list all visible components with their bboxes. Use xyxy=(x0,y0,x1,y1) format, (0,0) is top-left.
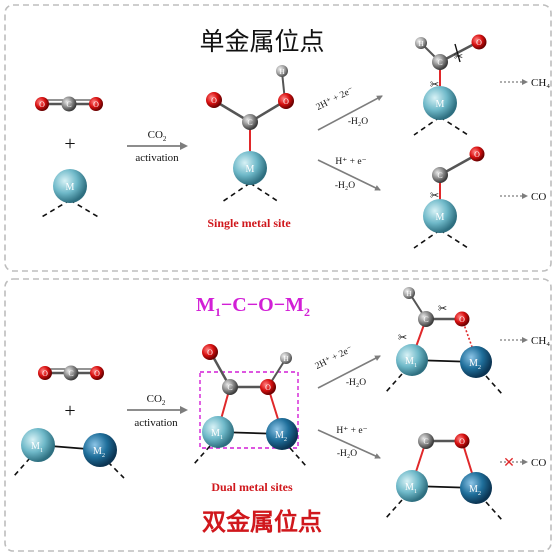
svg-text:H: H xyxy=(279,68,284,76)
bottom-caption: Dual metal sites xyxy=(211,480,293,494)
svg-text:-H₂O: -H₂O xyxy=(335,181,355,191)
top-product-co: CO xyxy=(500,191,546,203)
svg-text:H: H xyxy=(283,355,288,363)
svg-text:CO2: CO2 xyxy=(148,129,167,143)
svg-text:M: M xyxy=(246,164,255,175)
svg-text:C: C xyxy=(247,118,252,127)
top-product-ch4: CH₄ xyxy=(500,77,550,89)
bottom-bridged-intermediate: O H O C M1 M2 xyxy=(193,344,307,467)
bottom-scissor-icon-2: ✂ xyxy=(398,331,407,344)
svg-text:H: H xyxy=(406,290,411,298)
top-scissor-icon-2: ✂ xyxy=(430,78,439,91)
svg-text:M: M xyxy=(66,182,75,193)
bottom-panel-title: 双金属位点 xyxy=(202,508,322,536)
svg-text:O: O xyxy=(94,369,100,378)
svg-text:C: C xyxy=(437,58,442,67)
svg-text:H⁺ + e⁻: H⁺ + e⁻ xyxy=(335,157,366,167)
top-co2-molecule: O C O xyxy=(35,96,103,112)
svg-text:-H₂O: -H₂O xyxy=(348,117,368,127)
top-scissor-icon-1: ✂ xyxy=(454,50,463,63)
svg-text:M2: M2 xyxy=(469,484,481,497)
svg-text:CO: CO xyxy=(531,457,546,469)
svg-text:C: C xyxy=(68,369,73,378)
bottom-product-ch4: CH₄ xyxy=(500,335,550,347)
svg-text:M: M xyxy=(436,212,445,223)
svg-text:H⁺ + e⁻: H⁺ + e⁻ xyxy=(336,426,367,436)
svg-text:M2: M2 xyxy=(469,358,481,371)
svg-text:O: O xyxy=(283,97,289,106)
svg-text:O: O xyxy=(459,437,465,446)
svg-text:C: C xyxy=(423,315,428,324)
svg-text:O: O xyxy=(459,315,465,324)
top-arrow-upper: 2H⁺ + 2e⁻ -H₂O xyxy=(315,86,383,131)
svg-text:C: C xyxy=(66,100,71,109)
bottom-panel-border xyxy=(4,278,552,552)
top-scissor-icon-3: ✂ xyxy=(430,189,439,202)
top-metal-site: M xyxy=(39,169,101,219)
top-caption: Single metal site xyxy=(207,216,291,230)
svg-text:O: O xyxy=(207,348,213,357)
svg-text:CH₄: CH₄ xyxy=(531,335,550,347)
top-arrow-lower: H⁺ + e⁻ -H₂O xyxy=(317,157,381,191)
bottom-dual-metal-site: M1 M2 xyxy=(13,428,125,479)
bottom-scissor-icon-1: ✂ xyxy=(438,302,447,315)
motif-highlight-box xyxy=(199,371,299,449)
svg-text:M: M xyxy=(436,99,445,110)
bottom-product-ch4-intermediate: ✂ ✂ H O C M1 M2 xyxy=(385,287,503,395)
top-product-co-intermediate: ✂ O C M xyxy=(413,146,485,249)
svg-text:-H₂O: -H₂O xyxy=(337,449,357,459)
svg-text:M2: M2 xyxy=(275,430,287,443)
svg-text:2H⁺ + 2e⁻: 2H⁺ + 2e⁻ xyxy=(314,345,355,372)
svg-text:CO: CO xyxy=(531,191,546,203)
blocked-x-icon: ✕ xyxy=(503,455,515,471)
bottom-product-co-blocked: ✕ CO xyxy=(500,455,546,471)
top-panel-border xyxy=(4,4,552,272)
top-cooh-intermediate: O O H C M xyxy=(206,65,294,203)
bottom-motif-label: M1−C−O−M2 xyxy=(196,294,310,319)
svg-text:O: O xyxy=(211,96,217,105)
svg-text:O: O xyxy=(476,38,482,47)
svg-text:M2: M2 xyxy=(93,446,105,459)
top-activation-arrow: CO2 activation xyxy=(127,129,188,164)
svg-text:O: O xyxy=(39,100,45,109)
svg-text:CH₄: CH₄ xyxy=(531,77,550,89)
bottom-co2-molecule: O C O xyxy=(38,365,104,381)
bottom-activation-arrow: CO2 activation xyxy=(127,393,188,429)
svg-text:O: O xyxy=(42,369,48,378)
top-product-ch4-intermediate: ✂ ✂ H O C M xyxy=(413,34,487,136)
svg-text:activation: activation xyxy=(134,417,178,429)
svg-text:M1: M1 xyxy=(31,441,43,454)
top-plus-sign: + xyxy=(64,133,75,155)
svg-text:activation: activation xyxy=(135,152,179,164)
svg-text:CO2: CO2 xyxy=(147,393,166,407)
svg-text:O: O xyxy=(265,383,271,392)
svg-text:H: H xyxy=(418,40,423,48)
svg-text:M1: M1 xyxy=(211,428,223,441)
bottom-arrow-lower: H⁺ + e⁻ -H₂O xyxy=(317,426,381,459)
svg-text:C: C xyxy=(437,171,442,180)
svg-text:2H⁺ + 2e⁻: 2H⁺ + 2e⁻ xyxy=(315,86,356,113)
svg-text:O: O xyxy=(93,100,99,109)
bottom-product-co-intermediate: O C M1 M2 xyxy=(385,433,503,521)
svg-text:M1: M1 xyxy=(405,482,417,495)
svg-text:C: C xyxy=(227,383,232,392)
svg-text:O: O xyxy=(474,150,480,159)
top-panel-title: 单金属位点 xyxy=(199,27,324,56)
svg-text:M1: M1 xyxy=(405,356,417,369)
bottom-plus-sign: + xyxy=(64,400,75,422)
svg-text:C: C xyxy=(423,437,428,446)
svg-text:-H₂O: -H₂O xyxy=(346,378,366,388)
bottom-arrow-upper: 2H⁺ + 2e⁻ -H₂O xyxy=(314,345,381,389)
